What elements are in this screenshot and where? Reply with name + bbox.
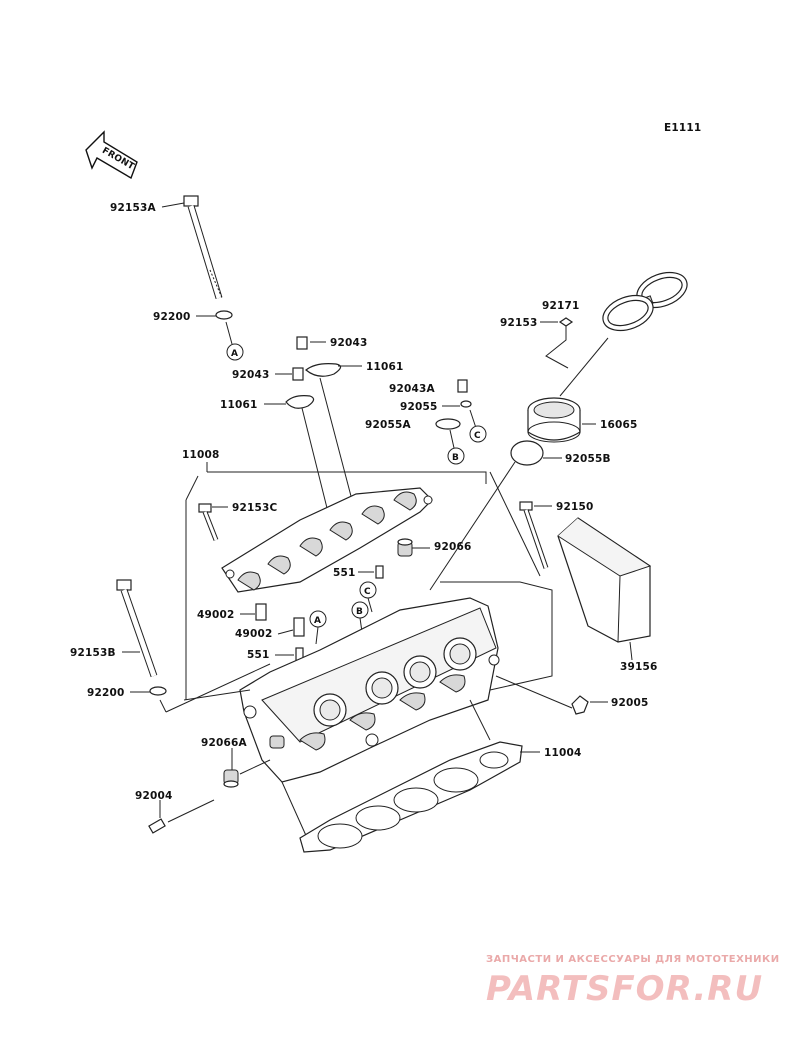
callout-11004: 11004: [544, 747, 582, 759]
callout-39156: 39156: [620, 661, 658, 673]
oring-92055A: [435, 418, 461, 430]
oring-92055: [460, 400, 472, 408]
watermark-tagline: ЗАПЧАСТИ И АКСЕССУАРЫ ДЛЯ МОТОТЕХНИКИ: [486, 954, 780, 965]
ref-marker-label: C: [474, 431, 481, 441]
plug-92066: [397, 538, 413, 557]
gasket-11004: [299, 741, 523, 853]
camshaft-holder-11008: [221, 487, 433, 593]
callout-92200-upper: 92200: [153, 311, 191, 323]
screw-92153: [558, 317, 574, 327]
fitting-92005: [571, 695, 589, 715]
callout-92043-b: 92043: [232, 369, 270, 381]
callout-92153A: 92153A: [110, 202, 157, 214]
callout-551-b: 551: [247, 649, 270, 661]
cap-11061-a: [305, 363, 342, 377]
callout-92005: 92005: [611, 697, 649, 709]
pin-49002-b: [293, 617, 305, 637]
callout-92153B: 92153B: [70, 647, 116, 659]
dowel-92043-b: [292, 367, 304, 381]
pin-49002-a: [255, 603, 267, 621]
ref-marker-B-1: [447, 447, 465, 465]
callout-92055A: 92055A: [365, 419, 412, 431]
ref-marker-C-1: [469, 425, 487, 443]
stud-92004: [148, 818, 166, 834]
callout-92066: 92066: [434, 541, 472, 553]
callout-92200-lower: 92200: [87, 687, 125, 699]
callout-11061-b: 11061: [220, 399, 258, 411]
callout-92150: 92150: [556, 501, 594, 513]
callout-92153: 92153: [500, 317, 538, 329]
plug-92066A: [223, 769, 239, 788]
clamp-band: [602, 294, 654, 332]
watermark-logo: ЗАПЧАСТИ И АКСЕССУАРЫ ДЛЯ МОТОТЕХНИКИ PA…: [486, 954, 780, 1009]
callout-92171: 92171: [542, 300, 580, 312]
bolt-92153C: [198, 503, 219, 541]
callout-92055B: 92055B: [565, 453, 611, 465]
cover-39156: [557, 517, 652, 643]
bolt-92153A: [183, 195, 223, 300]
callout-49002-b: 49002: [235, 628, 273, 640]
callout-92043A: 92043A: [389, 383, 436, 395]
guide-551-a: [375, 565, 384, 579]
bolt-92153B: [116, 579, 158, 678]
callout-92055: 92055: [400, 401, 438, 413]
watermark-brand: PARTSFOR.RU: [486, 969, 763, 1009]
callout-92004: 92004: [135, 790, 173, 802]
callout-16065: 16065: [600, 419, 638, 431]
callout-92066A: 92066A: [201, 737, 248, 749]
cylinder-head: [239, 597, 500, 783]
bolt-92150: [519, 501, 549, 569]
ref-marker-A-1: [226, 343, 244, 361]
washer-92200-upper: [215, 310, 233, 320]
ref-marker-label: B: [452, 453, 459, 463]
oring-92055B: [510, 440, 544, 466]
callout-92153C: 92153C: [232, 502, 278, 514]
callout-49002-a: 49002: [197, 609, 235, 621]
ref-marker-label: A: [314, 616, 321, 626]
ref-marker-label: B: [356, 607, 363, 617]
holder-16065: [527, 397, 581, 443]
callout-551-a: 551: [333, 567, 356, 579]
ref-marker-label: A: [231, 349, 238, 359]
callout-11061-a: 11061: [366, 361, 404, 373]
dowel-92043-a: [296, 336, 308, 350]
ref-marker-label: C: [364, 587, 371, 597]
dowel-92043A: [457, 379, 468, 393]
front-arrow-icon: FRONT: [85, 130, 138, 180]
diagram-code: E1111: [664, 122, 701, 134]
cap-11061-b: [285, 395, 315, 409]
callout-92043-a: 92043: [330, 337, 368, 349]
washer-92200-lower: [149, 686, 167, 696]
callout-11008: 11008: [182, 449, 220, 461]
